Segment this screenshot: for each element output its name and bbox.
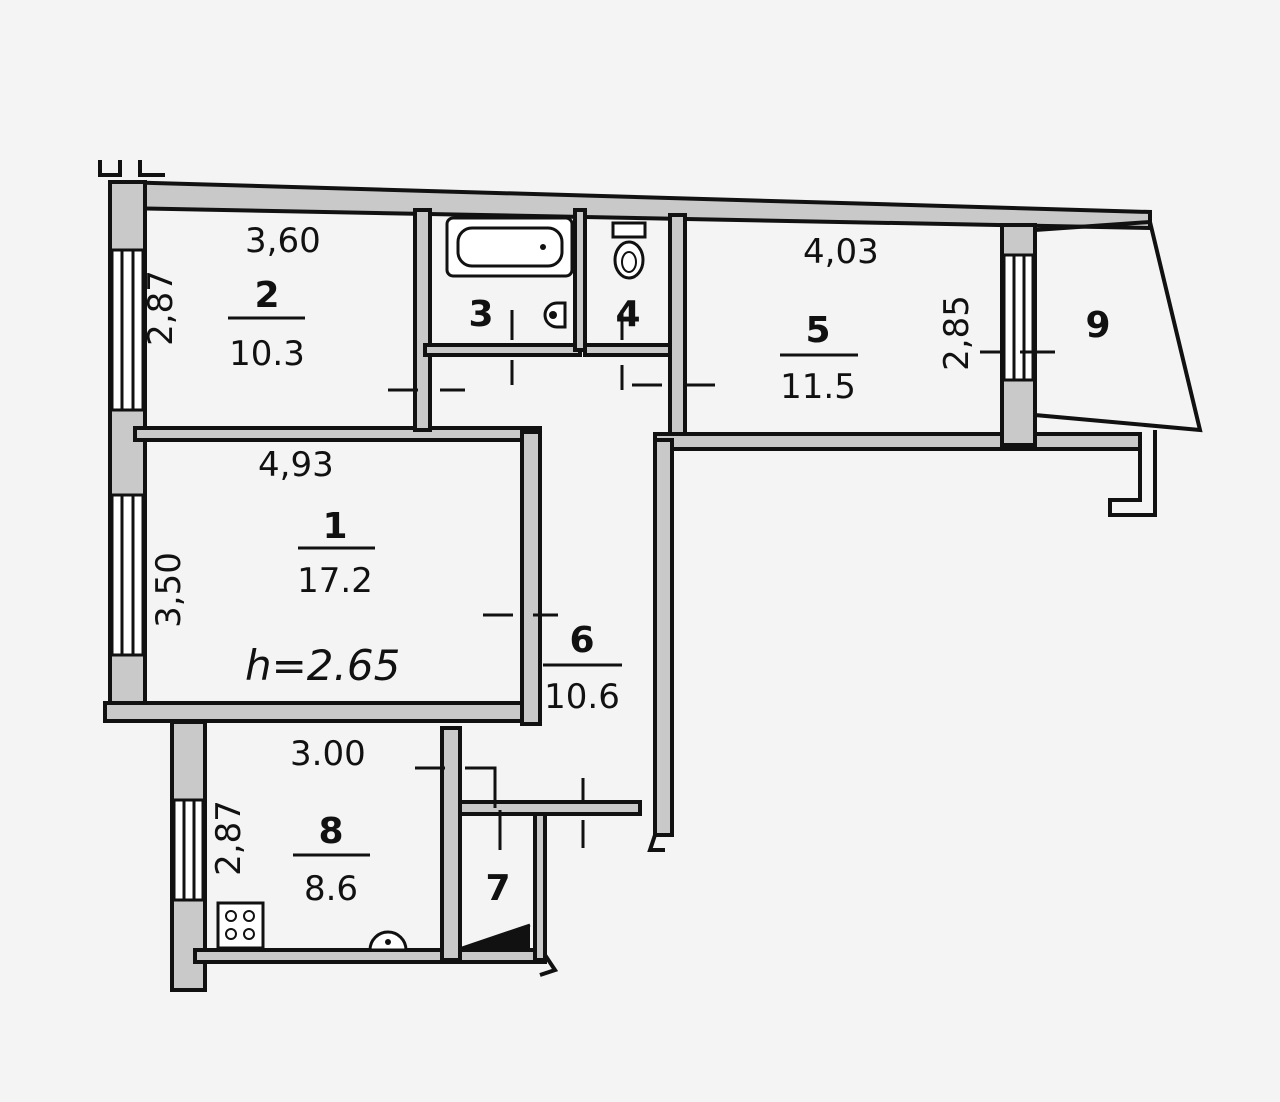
room-5-width: 4,03 [803, 232, 879, 272]
sink-icon [543, 301, 567, 329]
room-4-number: 4 [615, 294, 640, 335]
room-3-number: 3 [468, 294, 493, 335]
room-6-area: 10.6 [544, 677, 620, 717]
toilet-icon [611, 221, 647, 280]
room-9-number: 9 [1085, 305, 1110, 346]
walls [98, 160, 1203, 992]
stove-icon [216, 901, 265, 950]
room-6-number: 6 [569, 620, 594, 661]
room-5-depth: 2,85 [937, 295, 977, 371]
room-1: 4,93 3,50 1 17.2 h=2.65 [149, 445, 400, 690]
balcony-outline [1033, 219, 1203, 433]
window-room-2 [110, 248, 145, 412]
window-room-1 [110, 493, 145, 657]
room-8-depth: 2,87 [209, 800, 249, 876]
room-1-area: 17.2 [297, 561, 373, 601]
room-2: 3,60 2,87 2 10.3 [141, 221, 321, 374]
room-1-depth: 3,50 [149, 552, 189, 628]
room-2-area: 10.3 [229, 334, 305, 374]
room-8: 3.00 2,87 8 8.6 [209, 734, 370, 909]
ceiling-height: h=2.65 [245, 641, 400, 690]
doors [388, 310, 1055, 850]
room-5: 4,03 2,85 5 11.5 [780, 232, 977, 407]
room-1-width: 4,93 [258, 445, 334, 485]
room-2-width: 3,60 [245, 221, 321, 261]
room-8-number: 8 [318, 811, 343, 852]
fixtures [216, 216, 647, 952]
room-8-width: 3.00 [290, 734, 366, 774]
window-room-8 [172, 798, 205, 902]
room-2-number: 2 [254, 275, 279, 316]
room-5-number: 5 [805, 310, 830, 351]
room-2-depth: 2,87 [141, 270, 181, 346]
room-8-area: 8.6 [304, 869, 358, 909]
kitchen-sink-icon [368, 930, 408, 952]
room-1-number: 1 [322, 506, 347, 547]
room-7-number: 7 [485, 868, 510, 909]
room-6: 6 10.6 [543, 620, 622, 717]
window-room-5 [1002, 253, 1035, 382]
room-5-area: 11.5 [780, 367, 856, 407]
bathtub-icon [445, 216, 574, 278]
